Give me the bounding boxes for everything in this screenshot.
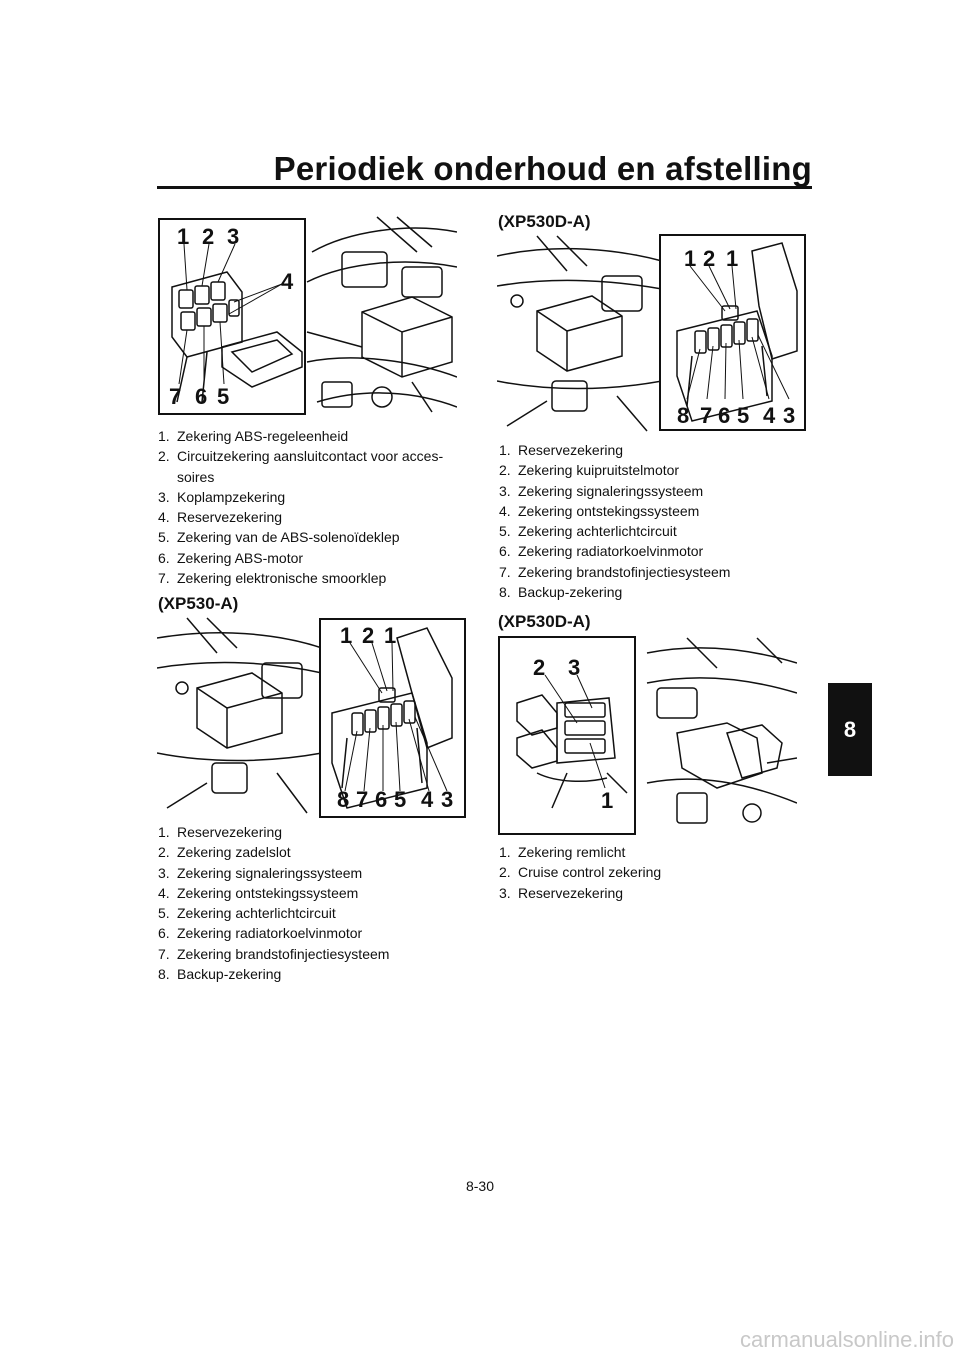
legend-item: 4.Reservezekering: [158, 509, 283, 526]
legend-item: 5.Zekering achterlichtcircuit: [499, 523, 677, 540]
legend-item: 2.Cruise control zekering: [499, 864, 662, 881]
callout-6: 6: [375, 787, 387, 812]
legend-item: 3.Zekering signaleringssysteem: [499, 482, 704, 499]
callout-7: 7: [700, 403, 712, 428]
callout-3: 3: [227, 224, 239, 249]
callout-7: 7: [169, 384, 181, 409]
page-number: 8-30: [465, 1178, 495, 1194]
legend-item: 1.Reservezekering: [499, 442, 624, 458]
legend-item: 5.Zekering achterlichtcircuit: [158, 905, 336, 922]
legend-item: 8.Backup-zekering: [499, 584, 623, 601]
callout-3: 3: [441, 787, 453, 812]
watermark: carmanualsonline.info: [739, 1327, 954, 1352]
legend-item: 2.Circuitzekering aansluitcontact voor a…: [158, 448, 444, 485]
figure-xp530da-fuse-box: 1 2 1 8 7 6 5 4 3: [497, 231, 807, 432]
legend-item: 6.Zekering radiatorkoelvinmotor: [158, 925, 363, 942]
legend-item: 7.Zekering brandstofinjectiesysteem: [158, 945, 390, 962]
callout-1: 1: [601, 788, 613, 813]
callout-2: 2: [202, 224, 214, 249]
figure-xp530a-fuse-box: 1 2 1 8 7 6 5 4 3: [157, 613, 467, 818]
section-heading-xp530da-2: (XP530D-A): [498, 612, 591, 631]
figure1-legend: 1.Zekering ABS-regeleenheid 2.Circuitzek…: [158, 426, 468, 588]
callout-1: 1: [384, 623, 396, 648]
callout-6: 6: [718, 403, 730, 428]
legend-item: 3.Reservezekering: [499, 884, 624, 901]
callout-5: 5: [394, 787, 406, 812]
legend-item: 7.Zekering elektronische smoorklep: [158, 570, 387, 587]
callout-4: 4: [281, 269, 294, 294]
legend-item: 4.Zekering ontstekingssysteem: [499, 502, 700, 519]
figure-xp530da-brake-fuse: 2 3 1: [497, 633, 797, 836]
callout-4: 4: [763, 403, 776, 428]
section-heading-xp530da: (XP530D-A): [498, 212, 591, 231]
callout-5: 5: [217, 384, 229, 409]
chapter-tab: 8: [828, 683, 872, 776]
callout-5: 5: [737, 403, 749, 428]
legend-item: 6.Zekering ABS-motor: [158, 549, 304, 566]
callout-7: 7: [356, 787, 368, 812]
callout-1: 1: [684, 246, 696, 271]
legend-item: 2.Zekering kuipruitstelmotor: [499, 462, 680, 479]
callout-6: 6: [195, 384, 207, 409]
legend-item: 2.Zekering zadelslot: [158, 844, 291, 861]
callout-1: 1: [340, 623, 352, 648]
legend-item: 3.Koplampzekering: [158, 488, 286, 505]
section-heading-xp530a: (XP530-A): [158, 594, 239, 613]
legend-item: 1.Zekering ABS-regeleenheid: [158, 428, 349, 444]
figure3-legend: 1.Reservezekering 2.Zekering kuipruitste…: [499, 440, 799, 602]
callout-3: 3: [568, 655, 580, 680]
figure4-legend: 1.Zekering remlicht 2.Cruise control zek…: [499, 842, 799, 903]
callout-1: 1: [177, 224, 189, 249]
legend-item: 7.Zekering brandstofinjectiesysteem: [499, 563, 731, 580]
callout-2: 2: [533, 655, 545, 680]
legend-item: 5.Zekering van de ABS-solenoïdeklep: [158, 529, 400, 546]
callout-2: 2: [362, 623, 374, 648]
legend-item: 4.Zekering ontstekingssysteem: [158, 884, 359, 901]
legend-item: 1.Reservezekering: [158, 824, 283, 840]
legend-item: 8.Backup-zekering: [158, 966, 282, 983]
page-title: Periodiek onderhoud en afstelling: [273, 150, 812, 187]
title-rule: [157, 186, 812, 189]
callout-1: 1: [726, 246, 738, 271]
callout-8: 8: [677, 403, 689, 428]
figure2-legend: 1.Reservezekering 2.Zekering zadelslot 3…: [158, 822, 468, 984]
callout-3: 3: [783, 403, 795, 428]
legend-item: 6.Zekering radiatorkoelvinmotor: [499, 543, 704, 560]
callout-8: 8: [337, 787, 349, 812]
figure-abs-fuse-box: 1 2 3 4 7 6 5: [157, 212, 457, 417]
callout-4: 4: [421, 787, 434, 812]
legend-item: 3.Zekering signaleringssysteem: [158, 864, 363, 881]
legend-item: 1.Zekering remlicht: [499, 844, 626, 860]
callout-2: 2: [703, 246, 715, 271]
